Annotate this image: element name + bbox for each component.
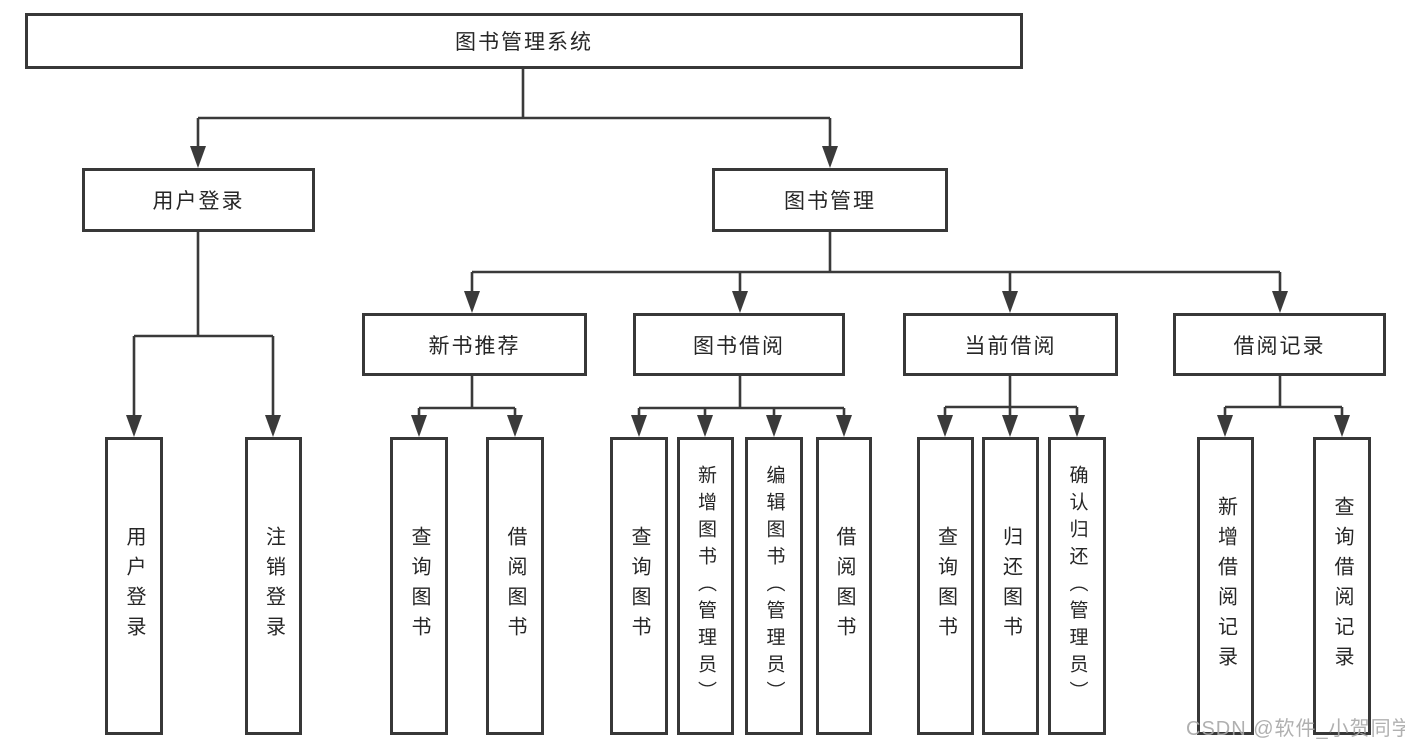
connector-currentborrow-to-leaves: [937, 376, 1085, 437]
leaf-query-borrow-record: 查询借阅记录: [1313, 437, 1371, 735]
connector-borrowrecords-to-leaves: [1217, 376, 1350, 437]
leaf-label: 查询借阅记录: [1331, 496, 1353, 676]
node-new-book-recommend: 新书推荐: [362, 313, 587, 376]
node-book-management: 图书管理: [712, 168, 948, 232]
connector-root-to-level2: [190, 67, 838, 168]
leaf-label: 借阅图书: [833, 526, 855, 646]
leaf-label: 新增借阅记录: [1214, 496, 1237, 676]
leaf-borrow-books: 借阅图书: [816, 437, 872, 735]
leaf-query-books-recommend: 查询图书: [390, 437, 448, 735]
connector-newbook-to-leaves: [411, 376, 523, 437]
node-label: 图书借阅: [693, 334, 785, 358]
leaf-label: 查询图书: [628, 526, 650, 646]
leaf-label: 查询图书: [934, 526, 957, 646]
leaf-edit-book-admin: 编辑图书（管理员）: [745, 437, 803, 735]
leaf-label: 编辑图书（管理员）: [763, 464, 785, 708]
leaf-query-books-borrow: 查询图书: [610, 437, 668, 735]
leaf-label: 查询图书: [408, 526, 430, 646]
leaf-query-books-current: 查询图书: [917, 437, 974, 735]
node-label: 新书推荐: [428, 334, 521, 358]
leaf-label: 注销登录: [262, 526, 285, 646]
leaf-user-login: 用户登录: [105, 437, 163, 735]
node-label: 借阅记录: [1233, 334, 1326, 358]
leaf-label: 归还图书: [999, 526, 1022, 646]
leaf-return-book: 归还图书: [982, 437, 1039, 735]
connector-userlogin-to-leaves: [126, 232, 281, 437]
leaf-label: 用户登录: [123, 526, 145, 646]
leaf-confirm-return-admin: 确认归还（管理员）: [1048, 437, 1106, 735]
leaf-add-borrow-record: 新增借阅记录: [1197, 437, 1254, 735]
leaf-borrow-books-recommend: 借阅图书: [486, 437, 544, 735]
node-user-login: 用户登录: [82, 168, 315, 232]
leaf-label: 确认归还（管理员）: [1066, 464, 1088, 708]
node-label: 用户登录: [152, 190, 245, 213]
leaf-add-book-admin: 新增图书（管理员）: [677, 437, 734, 735]
csdn-watermark: CSDN @软件_小贺同学: [1186, 718, 1405, 740]
node-book-borrow: 图书借阅: [633, 313, 845, 376]
node-label: 当前借阅: [964, 334, 1057, 358]
leaf-logout: 注销登录: [245, 437, 302, 735]
leaf-label: 借阅图书: [504, 526, 526, 646]
node-root-system: 图书管理系统: [25, 13, 1023, 69]
node-root-label: 图书管理系统: [455, 31, 593, 54]
node-current-borrow: 当前借阅: [903, 313, 1118, 376]
node-label: 图书管理: [784, 190, 876, 213]
connector-bookmgmt-to-level3: [464, 232, 1288, 313]
node-borrow-records: 借阅记录: [1173, 313, 1386, 376]
leaf-label: 新增图书（管理员）: [695, 464, 716, 708]
connector-bookborrow-to-leaves: [631, 376, 852, 437]
